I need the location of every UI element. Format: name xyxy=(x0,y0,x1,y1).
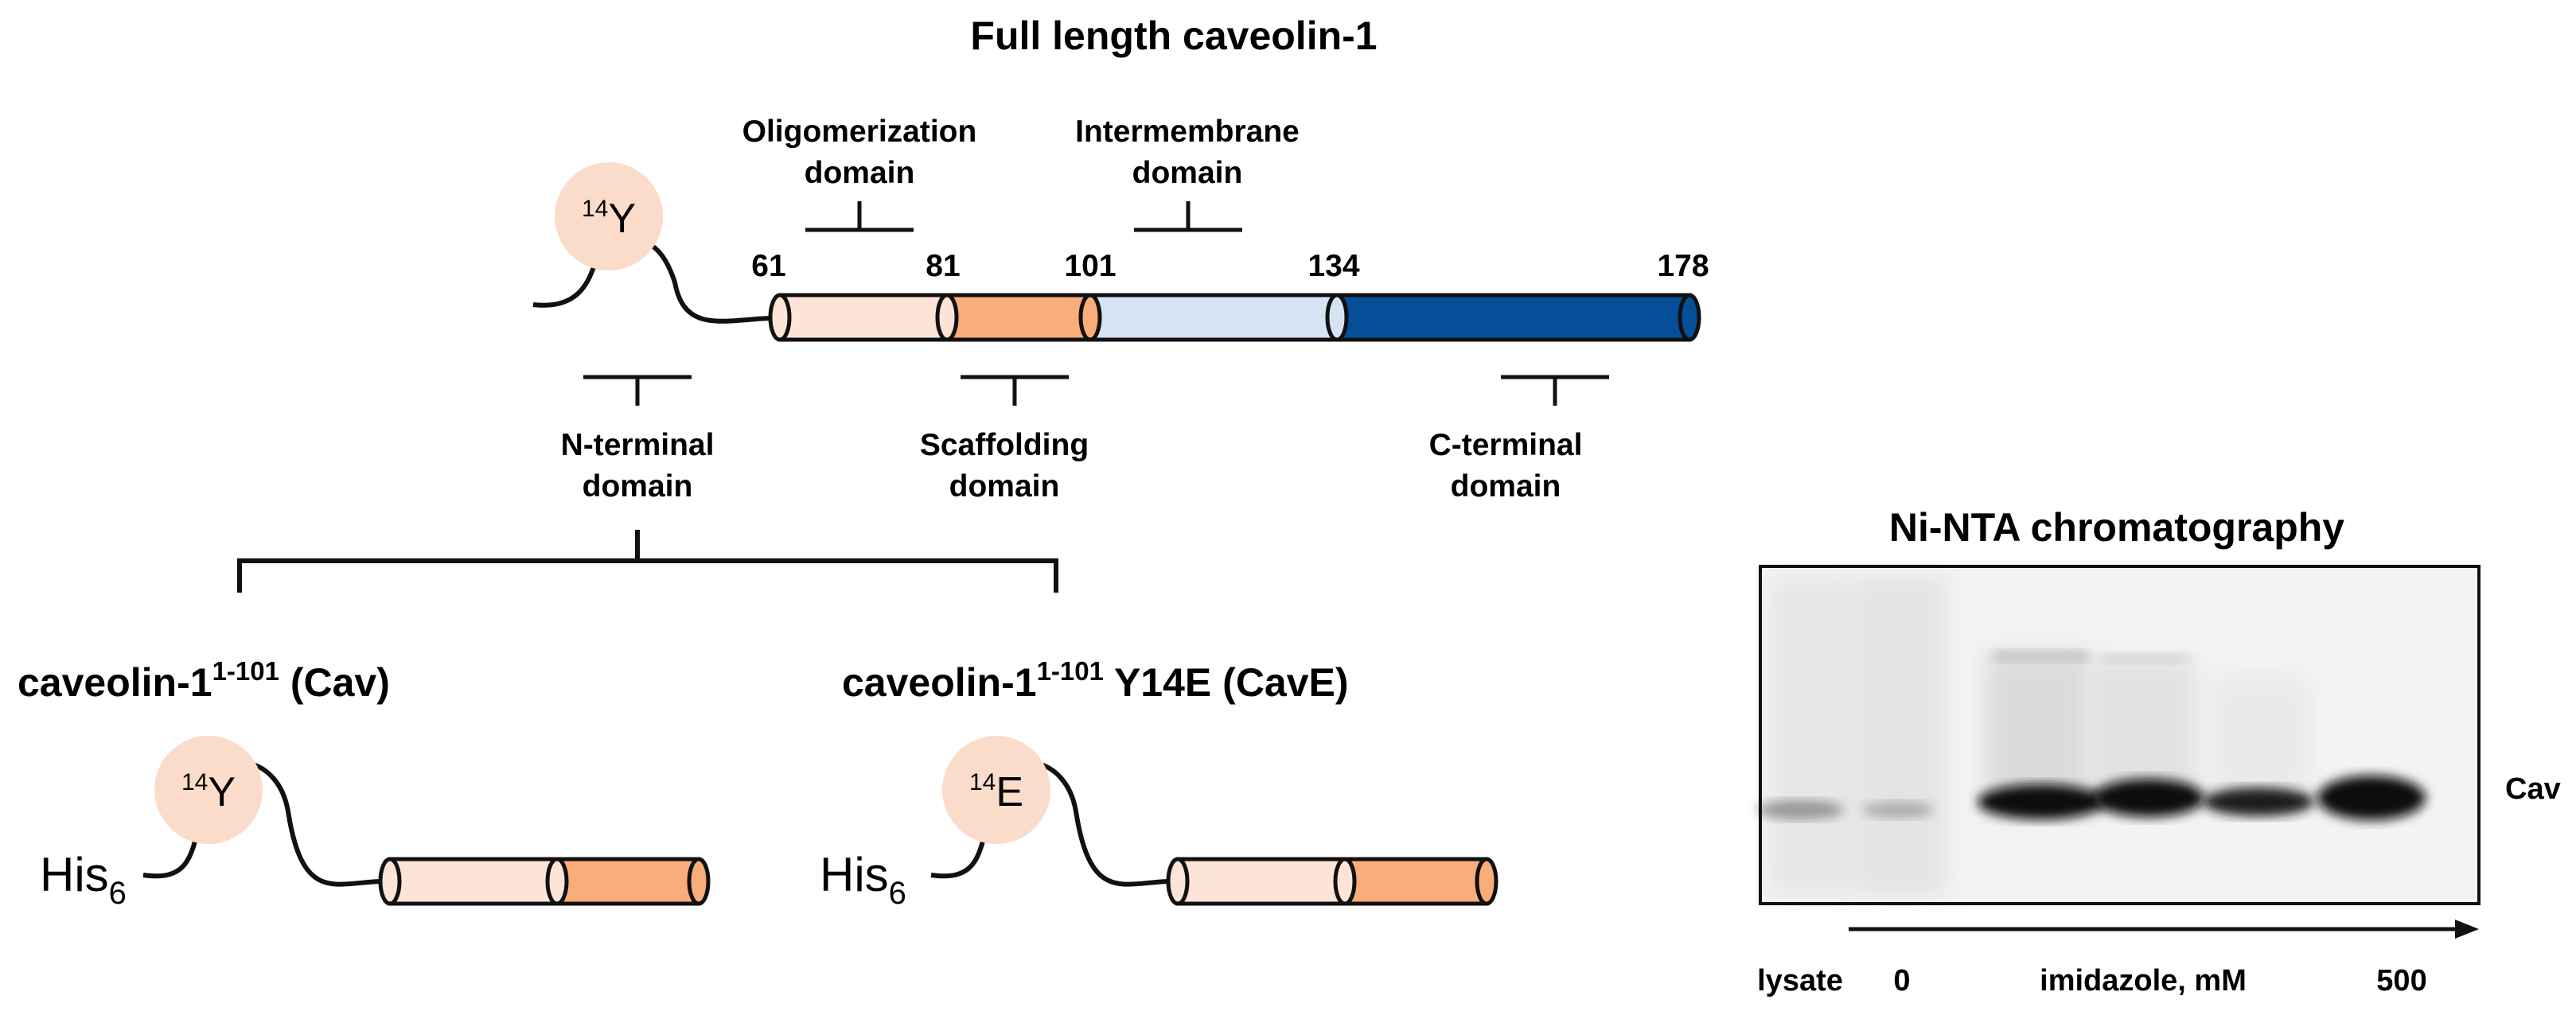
scaffolding-boundary xyxy=(1078,293,1102,342)
gel-upper-band-lane-3 xyxy=(1993,651,2089,662)
gel-frame xyxy=(1759,565,2481,905)
cav-start-cap xyxy=(378,857,402,906)
intermembrane-boundary xyxy=(1325,293,1349,342)
cave-cylinder xyxy=(1166,857,1498,906)
oligomerization-label-line1: Oligomerization xyxy=(742,115,977,149)
oligomerization-segment xyxy=(777,293,949,342)
gel-band-lysate xyxy=(1756,800,1844,819)
scaffolding-label-line2: domain xyxy=(949,469,1060,504)
gel-upper-band-lane-4 xyxy=(2101,654,2188,663)
c-terminal-bracket xyxy=(1501,375,1609,406)
position-101: 101 xyxy=(1064,249,1116,283)
gel-axis-lysate: lysate xyxy=(1757,964,1843,998)
gel-axis-middle: imidazole, mM xyxy=(2040,964,2247,998)
intermembrane-label-line1: Intermembrane xyxy=(1075,115,1300,149)
n-terminal-cap xyxy=(768,293,792,342)
cave-his-tag: His6 xyxy=(820,848,906,911)
intermembrane-segment xyxy=(1088,293,1339,342)
n-terminal-bracket xyxy=(583,375,692,406)
cave-scaffolding-segment xyxy=(1343,857,1489,906)
gel-axis-end: 500 xyxy=(2376,964,2426,998)
cave-his-main: His xyxy=(820,848,889,901)
full-length-cylinder xyxy=(768,293,1701,342)
cave-title-tail: Y14E (CavE) xyxy=(1104,660,1349,705)
cav-title-tail: (Cav) xyxy=(279,660,390,705)
gel-image xyxy=(1756,565,2481,905)
gel-band-fraction-3 xyxy=(2203,788,2314,816)
main-title: Full length caveolin-1 xyxy=(970,14,1377,58)
oligomerization-bracket xyxy=(805,201,914,232)
cav-residue-number: 14 xyxy=(181,769,208,795)
cave-residue-letter: E xyxy=(996,769,1023,815)
cave-title-main: caveolin-1 xyxy=(842,660,1037,705)
cav-oligomerization-segment xyxy=(388,857,559,906)
cav-residue-letter: Y xyxy=(208,769,236,815)
n-terminal-label-line1: N-terminal xyxy=(561,428,715,462)
cav-title-main: caveolin-1 xyxy=(18,660,212,705)
scaffolding-label-line1: Scaffolding xyxy=(920,428,1089,462)
gel-lane-1-smear xyxy=(1771,577,1858,895)
gel-lane-5-smear xyxy=(2212,676,2308,795)
n-terminal-label-line2: domain xyxy=(583,469,693,504)
imidazole-gradient-arrow xyxy=(1849,920,2479,939)
scaffolding-segment xyxy=(945,293,1093,342)
cave-end-cap xyxy=(1475,857,1498,906)
oligomerization-boundary xyxy=(935,293,959,342)
cav-construct-title: caveolin-11-101 (Cav) xyxy=(18,656,390,705)
cave-residue-number: 14 xyxy=(969,769,996,795)
position-134: 134 xyxy=(1307,249,1359,283)
cav-end-cap xyxy=(687,857,711,906)
c-terminal-segment xyxy=(1335,293,1692,342)
position-81: 81 xyxy=(926,249,960,283)
cav-cylinder xyxy=(378,857,711,906)
cave-residue-label: 14E xyxy=(969,769,1023,815)
cav-residue-label: 14Y xyxy=(181,769,236,815)
cav-his-tag: His6 xyxy=(40,848,127,911)
gel-band-0 xyxy=(1862,802,1934,818)
gel-band-label: Cav xyxy=(2505,772,2561,806)
intermembrane-label-line2: domain xyxy=(1132,156,1243,190)
cav-his-sub: 6 xyxy=(109,876,127,911)
c-terminal-label-line1: C-terminal xyxy=(1429,428,1583,462)
construct-split-bracket xyxy=(237,530,1058,593)
scaffolding-bracket xyxy=(961,375,1069,406)
residue-y14-letter: Y xyxy=(608,196,636,242)
gel-band-500 xyxy=(2317,776,2426,820)
cav-scaffolding-segment xyxy=(555,857,701,906)
residue-y14-circle xyxy=(555,162,663,270)
gel-lane-2-smear xyxy=(1858,577,1946,895)
position-178: 178 xyxy=(1657,249,1709,283)
position-61: 61 xyxy=(751,249,785,283)
cave-oligomerization-segment xyxy=(1175,857,1347,906)
cave-residue-circle xyxy=(942,736,1050,844)
c-terminal-label-line2: domain xyxy=(1451,469,1561,504)
intermembrane-bracket xyxy=(1134,201,1242,232)
cave-construct-title: caveolin-11-101 Y14E (CavE) xyxy=(842,656,1349,705)
gel-axis-start: 0 xyxy=(1893,964,1910,998)
gel-band-fraction-2 xyxy=(2093,779,2204,817)
residue-y14-number: 14 xyxy=(582,196,608,222)
cav-title-sup: 1-101 xyxy=(212,656,279,686)
cave-his-sub: 6 xyxy=(889,876,906,911)
c-terminal-cap xyxy=(1678,293,1701,342)
residue-y14-label: 14Y xyxy=(582,196,636,242)
cave-title-sup: 1-101 xyxy=(1037,656,1104,686)
cav-residue-circle xyxy=(154,736,263,844)
gel-band-fraction-1 xyxy=(1978,784,2105,819)
cave-boundary xyxy=(1333,857,1357,906)
gel-title: Ni-NTA chromatography xyxy=(1889,505,2344,550)
n-terminal-strand xyxy=(532,239,771,324)
cave-start-cap xyxy=(1166,857,1190,906)
oligomerization-label-line2: domain xyxy=(805,156,915,190)
cav-boundary xyxy=(545,857,569,906)
cav-his-main: His xyxy=(40,848,109,901)
